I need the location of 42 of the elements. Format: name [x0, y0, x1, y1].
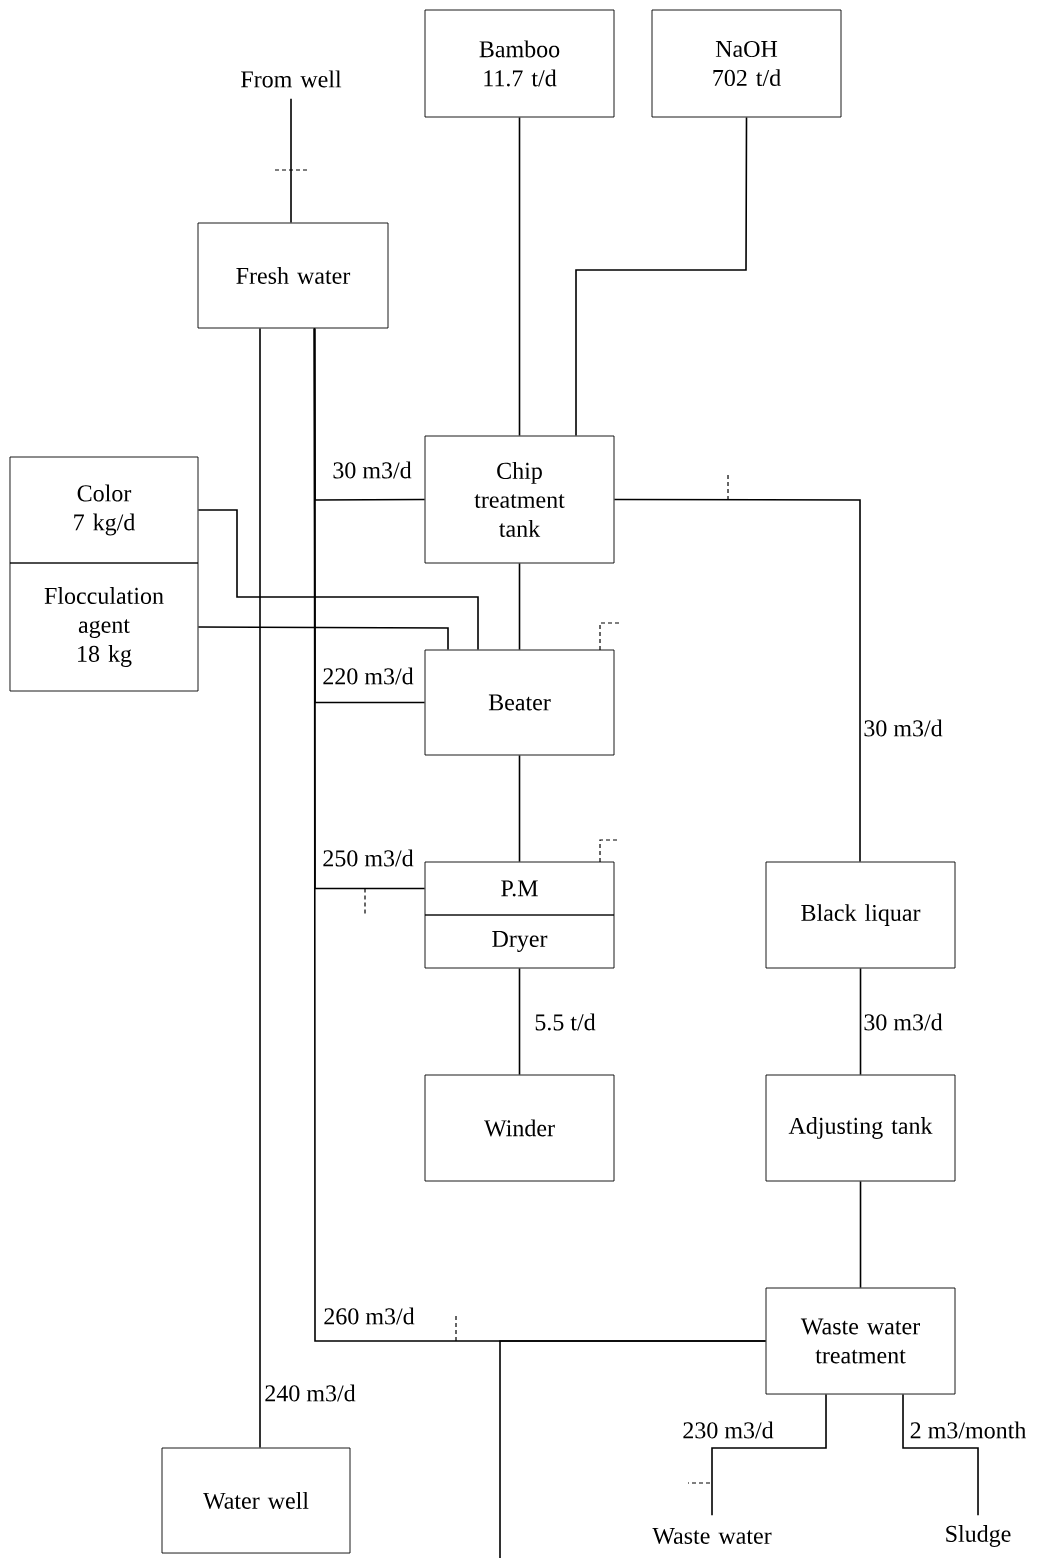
process-box: P.M	[424, 861, 615, 916]
process-box: Dryer	[424, 914, 615, 969]
flow-line	[518, 967, 521, 1076]
process-box: Water well	[161, 1447, 351, 1554]
process-box: Black liquar	[765, 861, 956, 969]
flow-line	[518, 116, 521, 437]
process-box: NaOH 702 t/d	[651, 9, 842, 118]
flow-line	[711, 1393, 827, 1516]
process-box: Waste water treatment	[765, 1287, 956, 1395]
flow-line	[613, 498, 861, 863]
edge-label: 250 m3/d	[321, 848, 415, 868]
edge-label: 5.5 t/d	[533, 1012, 597, 1032]
flow-line	[518, 562, 521, 651]
flow-line	[499, 1340, 767, 1559]
edge-label: 30 m3/d	[331, 460, 413, 480]
flow-line	[575, 116, 748, 437]
edge-label: 30 m3/d	[862, 1012, 944, 1032]
flow-line	[259, 327, 261, 1449]
edge-label: 240 m3/d	[263, 1383, 357, 1403]
edge-label: 2 m3/month	[908, 1420, 1028, 1440]
process-box: Color 7 kg/d	[9, 456, 199, 564]
flow-line	[859, 967, 862, 1076]
flow-line	[518, 754, 521, 863]
process-box: Fresh water	[197, 222, 389, 329]
process-box: Chip treatment tank	[424, 435, 615, 564]
flow-line	[290, 98, 292, 224]
process-box: Winder	[424, 1074, 615, 1182]
edge-label: 260 m3/d	[322, 1306, 416, 1326]
flow-line	[197, 626, 449, 651]
flow-line	[197, 509, 479, 651]
edge-label: 230 m3/d	[681, 1420, 775, 1440]
edge-label: 220 m3/d	[321, 666, 415, 686]
flow-line	[902, 1393, 979, 1516]
edge-label: 30 m3/d	[862, 718, 944, 738]
flow-line	[859, 1180, 862, 1289]
flow-label: Sludge	[946, 1525, 1011, 1547]
process-box: Bamboo 11.7 t/d	[424, 9, 615, 118]
flow-label: Waste water	[652, 1528, 772, 1545]
flow-label: From well	[241, 70, 342, 88]
process-box: Adjusting tank	[765, 1074, 956, 1182]
process-box: Flocculation agent 18 kg	[9, 562, 199, 692]
process-box: Beater	[424, 649, 615, 756]
